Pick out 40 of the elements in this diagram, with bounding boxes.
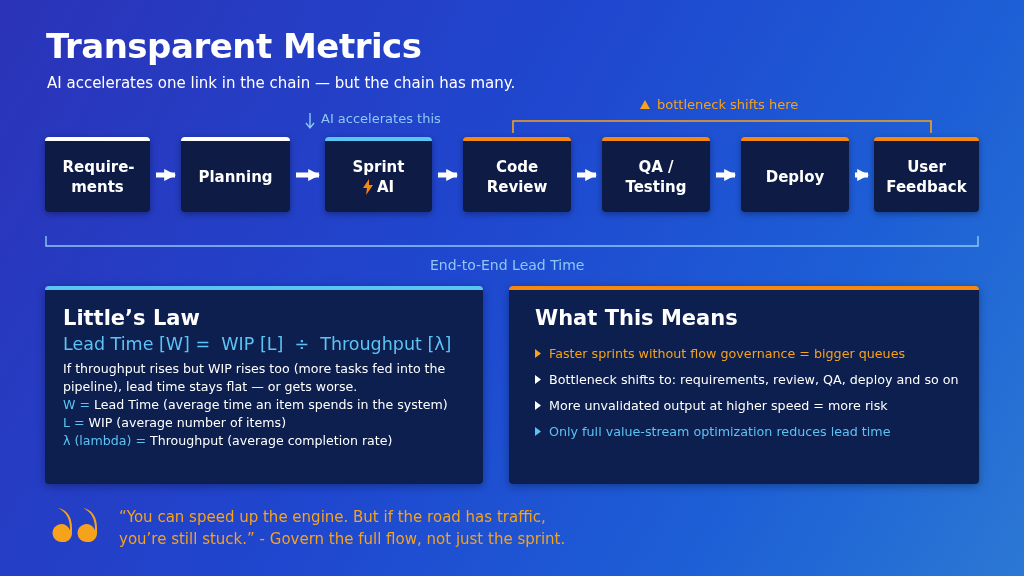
step-label: Sprint [352,156,405,177]
bullet-text: More unvalidated output at higher speed = more risk [549,398,888,413]
panel-heading: What This Means [535,306,739,330]
arrow [438,169,459,181]
paragraph: If throughput rises but WIP rises too (more tasks fed into the pipeline), lead time stays flat — or gets worse. [63,360,447,396]
panel-heading: Little’s Law [63,306,201,330]
info-panel [45,286,483,484]
step-label: Code Review [485,156,549,197]
step-label: QA / Testing [624,156,688,197]
dimension-label: End-to-End Lead Time [430,257,585,273]
process-box [874,137,979,212]
definition: W = Lead Time (average time an item spends in the system) [63,396,449,414]
arrow [156,169,177,181]
definition: λ (lambda) = Throughput (average completion rate) [63,432,394,450]
arrow [296,169,321,181]
quote-text: “You can speed up the engine. But if the road has traffic, you’re still stuck.” - Govern the full flow, not just the sprint. [119,507,567,550]
definition: L = WIP (average number of items) [63,414,288,432]
process-box [463,137,571,212]
title: Transparent Metrics [46,26,422,66]
process-box [181,137,290,212]
bullet-text: Faster sprints without flow governance = bigger queues [549,346,906,361]
formula: Lead Time [W] = WIP [L] ÷ Throughput [λ] [63,334,453,354]
arrow [716,169,737,181]
step-label: User Feedback [885,156,968,197]
annotation: AI accelerates this [321,111,441,126]
step-label: Deploy [765,166,825,187]
subtitle: AI accelerates one link in the chain — but the chain has many. [47,74,516,92]
bullet-text: Only full value-stream optimization reduces lead time [549,424,891,439]
info-panel [509,286,979,484]
process-box [325,137,432,212]
step-label: Planning [198,166,273,187]
step-label: AI [376,176,395,197]
step-label: Require-ments [62,156,133,197]
bullet-text: Bottleneck shifts to: requirements, review, QA, deploy and so on [549,372,959,387]
arrow [855,169,870,181]
process-box [741,137,849,212]
process-box [45,137,150,212]
process-box [602,137,710,212]
arrow [577,169,598,181]
annotation: bottleneck shifts here [657,97,799,112]
